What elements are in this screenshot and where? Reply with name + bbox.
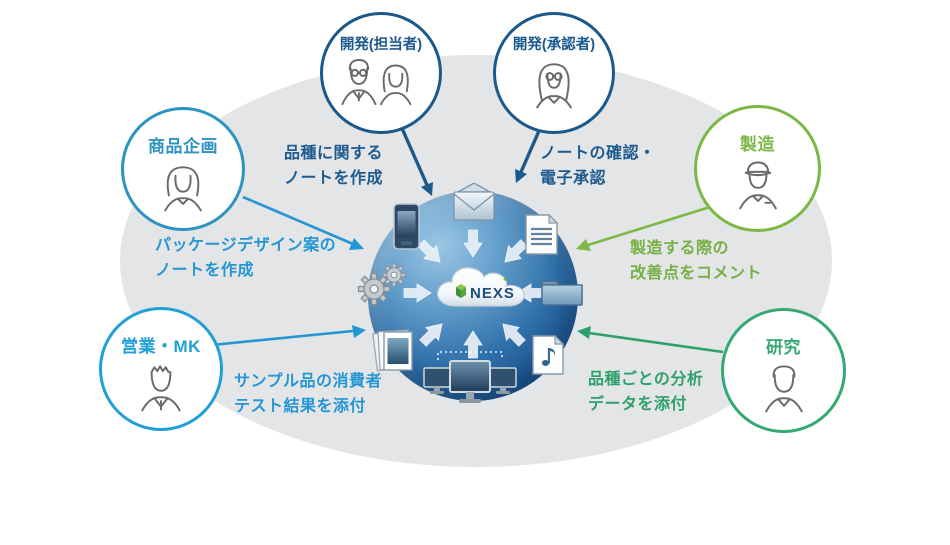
document-icon <box>525 213 559 255</box>
businessman-avatar-icon <box>141 365 181 412</box>
note-research: 品種ごとの分析 データを添付 <box>588 371 704 413</box>
role-label: 開発(担当者) <box>339 37 423 53</box>
note-sales-mk: サンプル品の消費者 テスト結果を添付 <box>234 373 383 415</box>
note-planning: パッケージデザイン案の ノートを作成 <box>155 237 337 279</box>
role-circle-planning: 商品企画 <box>121 107 245 231</box>
role-label: 営業・MK <box>121 337 201 356</box>
music-file-icon <box>532 334 565 375</box>
role-circle-research: 研究 <box>721 308 846 433</box>
note-dev-approver: ノートの確認・ 電子承認 <box>540 145 656 187</box>
role-label: 研究 <box>766 338 801 357</box>
role-circle-dev-approver: 開発(承認者) <box>493 12 615 134</box>
folder-icon <box>541 276 583 307</box>
two-people-avatar-icon <box>341 59 412 106</box>
note-manufacturing: 製造する際の 改善点をコメント <box>630 240 763 282</box>
role-label: 商品企画 <box>148 137 218 156</box>
nexs-logo-text: NEXS <box>470 285 515 302</box>
woman-glasses-avatar-icon <box>536 63 572 109</box>
man-avatar-icon <box>764 365 803 413</box>
role-circle-manufacturing: 製造 <box>694 105 821 232</box>
envelope-icon <box>452 182 496 223</box>
worker-cap-avatar-icon <box>738 161 777 210</box>
monitors-icon <box>420 348 520 406</box>
gears-icon <box>354 260 410 306</box>
nexs-cube-icon <box>456 284 466 298</box>
note-dev-author: 品種に関する ノートを作成 <box>284 145 384 187</box>
role-circle-dev-author: 開発(担当者) <box>320 12 442 134</box>
woman-avatar-icon <box>164 166 202 212</box>
nexs-cloud-logo: NEXS <box>430 260 546 312</box>
role-label: 製造 <box>740 135 775 154</box>
role-circle-sales-mk: 営業・MK <box>99 307 223 431</box>
photo-stack-icon <box>372 326 416 374</box>
role-label: 開発(承認者) <box>512 37 596 53</box>
smartphone-icon <box>393 203 420 250</box>
